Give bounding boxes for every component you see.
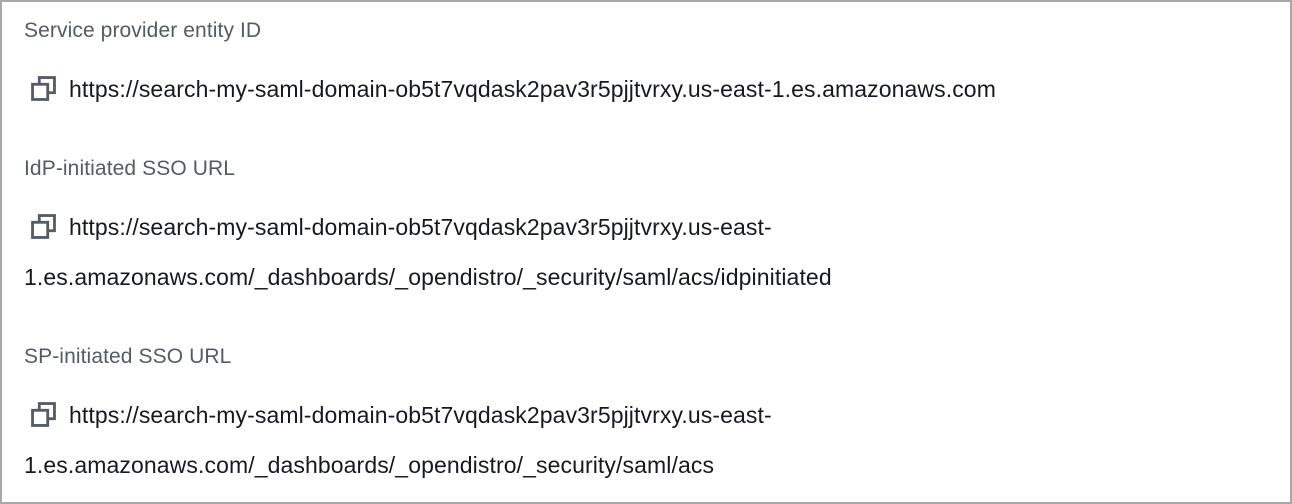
- copy-icon[interactable]: [30, 75, 57, 102]
- field-value: https://search-my-saml-domain-ob5t7vqdas…: [24, 64, 1268, 114]
- field-idp-initiated-sso-url: IdP-initiated SSO URL https://search-my-…: [24, 154, 1268, 302]
- field-sp-initiated-sso-url: SP-initiated SSO URL https://search-my-s…: [24, 342, 1268, 490]
- field-value: https://search-my-saml-domain-ob5t7vqdas…: [24, 390, 1268, 490]
- copy-icon[interactable]: [30, 213, 57, 240]
- field-value: https://search-my-saml-domain-ob5t7vqdas…: [24, 202, 1268, 302]
- field-label: IdP-initiated SSO URL: [24, 157, 236, 180]
- field-service-provider-entity-id: Service provider entity ID https://searc…: [24, 16, 1268, 114]
- field-label: Service provider entity ID: [24, 19, 262, 42]
- url-text: https://search-my-saml-domain-ob5t7vqdas…: [69, 76, 996, 102]
- copy-icon[interactable]: [30, 401, 57, 428]
- url-text: https://search-my-saml-domain-ob5t7vqdas…: [24, 402, 772, 478]
- field-label: SP-initiated SSO URL: [24, 345, 232, 368]
- url-text: https://search-my-saml-domain-ob5t7vqdas…: [24, 214, 832, 290]
